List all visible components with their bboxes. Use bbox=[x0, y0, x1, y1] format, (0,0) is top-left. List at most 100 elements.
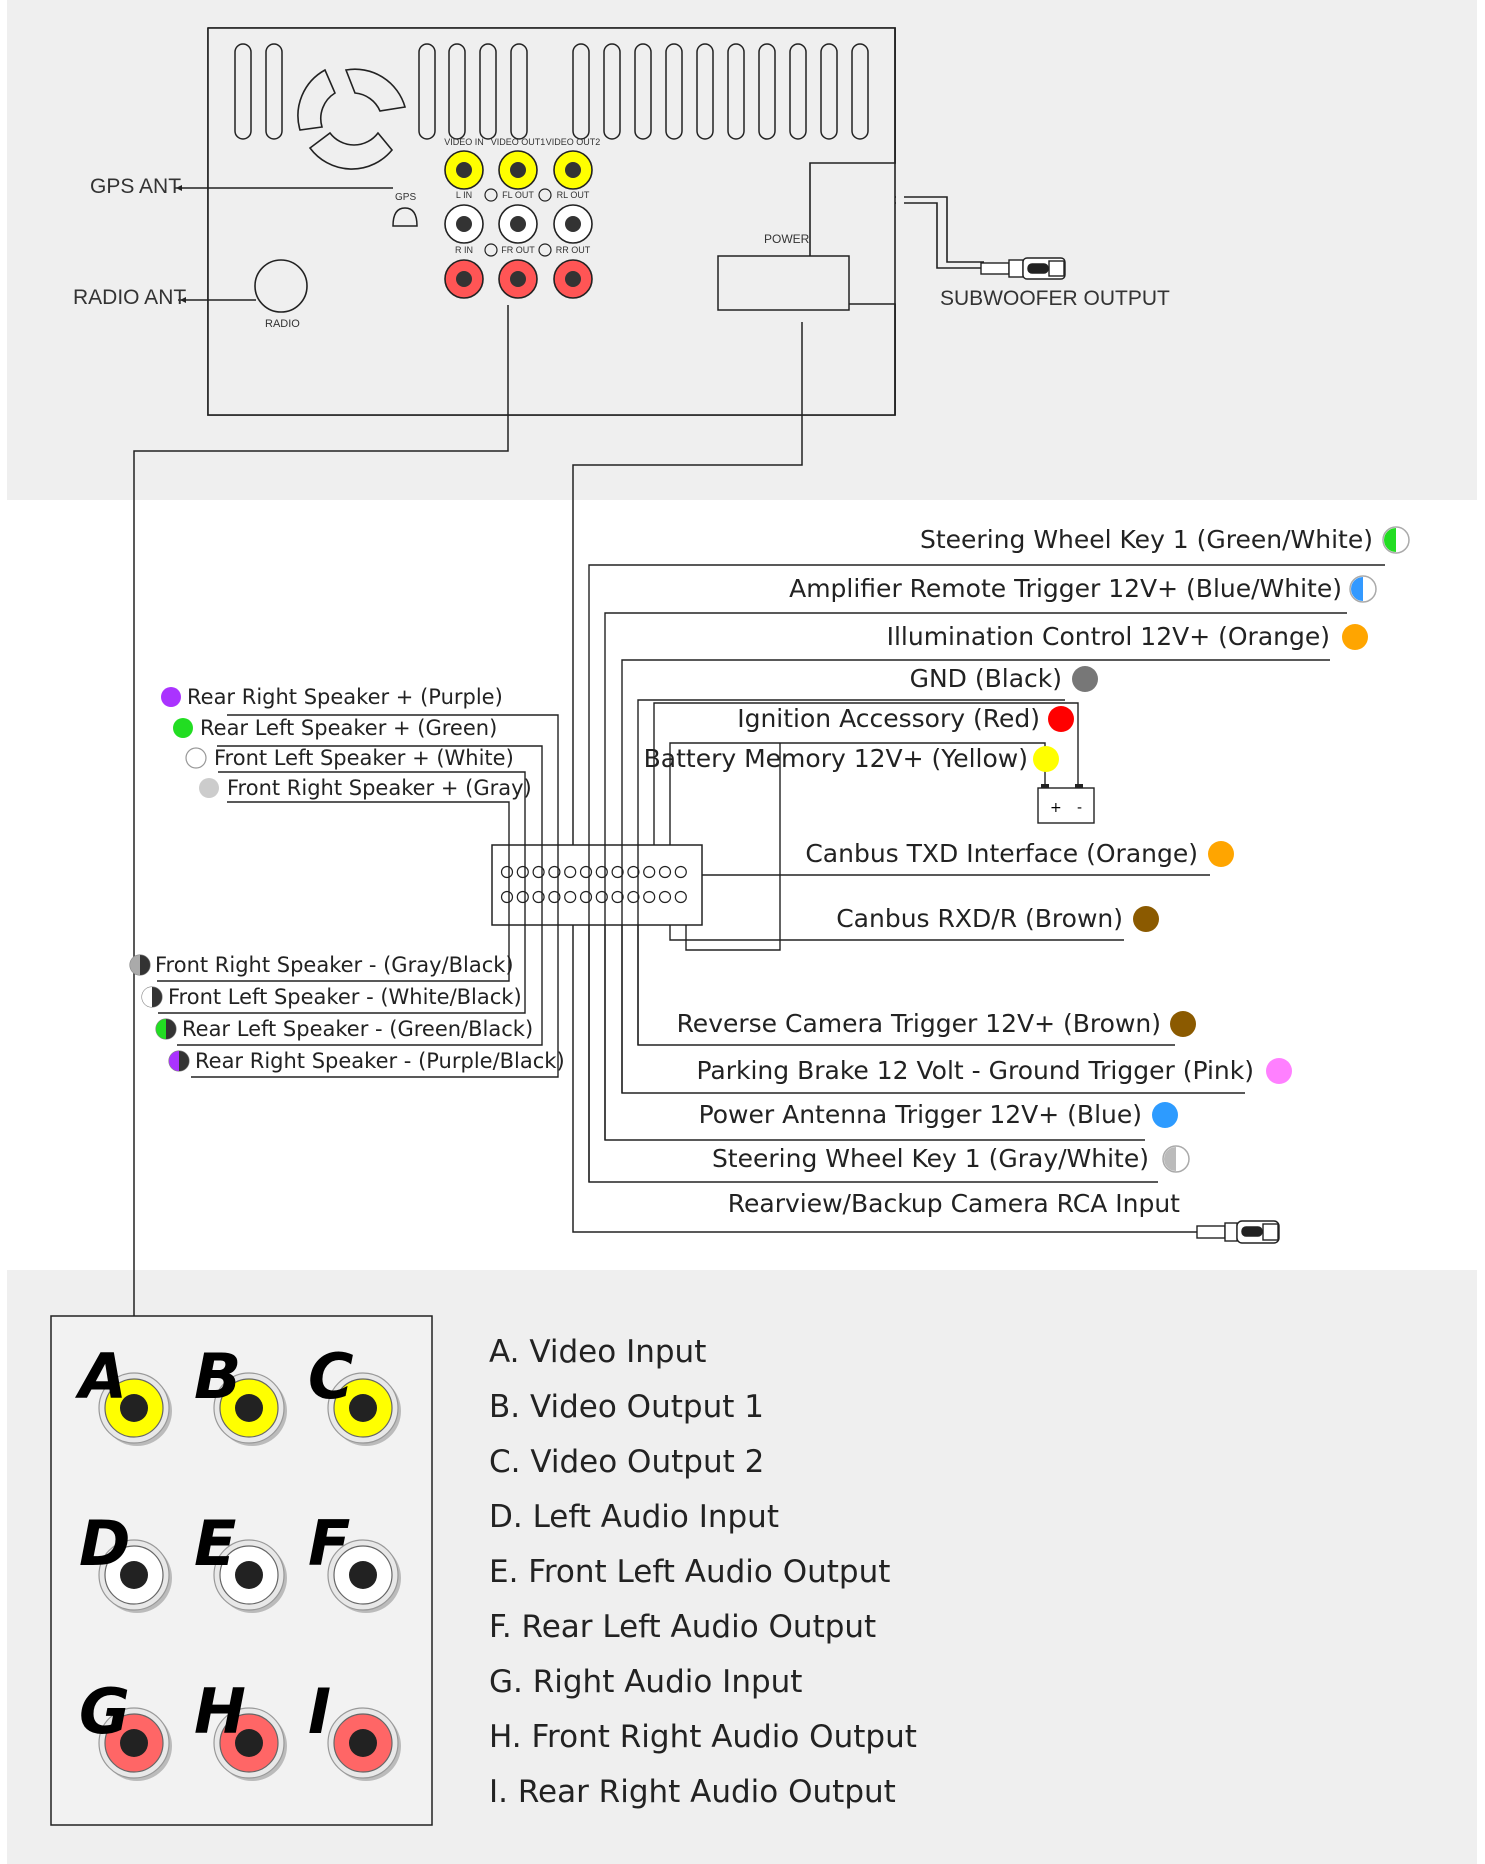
rca-jack-center bbox=[235, 1561, 263, 1589]
rca-jack-center bbox=[565, 271, 581, 287]
subwoofer-output-label: SUBWOOFER OUTPUT bbox=[940, 287, 1170, 310]
wire-color-half-black bbox=[140, 955, 150, 975]
rca-jack-center bbox=[349, 1394, 377, 1422]
rca-jack-center bbox=[510, 162, 526, 178]
rca-jack-center bbox=[510, 271, 526, 287]
rearview-rca-plug-icon bbox=[1196, 1220, 1280, 1244]
rca-jack-label: L IN bbox=[456, 190, 472, 200]
vent-slot bbox=[234, 43, 252, 140]
notch-fill bbox=[896, 165, 904, 303]
vent-slot bbox=[820, 43, 838, 140]
radio-ant-label: RADIO ANT bbox=[73, 286, 186, 309]
connector-pin bbox=[643, 890, 656, 904]
rca-jack-center bbox=[456, 271, 472, 287]
right-wire-label: Illumination Control 12V+ (Orange) bbox=[887, 622, 1330, 651]
rca-jack-center bbox=[235, 1394, 263, 1422]
rca-jack-letter: B bbox=[194, 1340, 241, 1413]
rca-jack-label: FR OUT bbox=[501, 245, 535, 255]
right-wire-label: Rearview/Backup Camera RCA Input bbox=[728, 1189, 1180, 1218]
rca-jack-center bbox=[510, 216, 526, 232]
wire-color-half-black bbox=[152, 987, 162, 1007]
legend-item: B. Video Output 1 bbox=[489, 1389, 764, 1425]
trunk-wires bbox=[133, 305, 1277, 1316]
connector-pin bbox=[548, 890, 561, 904]
vent-slot bbox=[758, 43, 776, 140]
connector-pin bbox=[516, 865, 529, 879]
wire-color-dot bbox=[1266, 1058, 1292, 1084]
left-wire-label: Rear Right Speaker - (Purple/Black) bbox=[195, 1049, 565, 1073]
battery-icon: + - bbox=[1037, 784, 1095, 824]
vent-slot bbox=[665, 43, 683, 140]
rca-jack-center bbox=[349, 1561, 377, 1589]
gps-arrow-icon bbox=[176, 185, 182, 191]
wire-color-dot bbox=[161, 687, 181, 707]
rca-jack-label: VIDEO OUT2 bbox=[546, 137, 601, 147]
rca-jack-letter: F bbox=[308, 1507, 350, 1580]
connector-pin bbox=[611, 890, 624, 904]
legend-item: G. Right Audio Input bbox=[489, 1664, 802, 1700]
rca-jack-center bbox=[120, 1561, 148, 1589]
connector-pins bbox=[500, 865, 687, 904]
connector-pin bbox=[548, 865, 561, 879]
left-wire-routes bbox=[157, 714, 559, 1078]
vent-slot bbox=[634, 43, 652, 140]
vent-slot bbox=[603, 43, 621, 140]
left-wire-label: Rear Right Speaker + (Purple) bbox=[187, 685, 503, 709]
wire-color-half-black bbox=[179, 1051, 189, 1071]
legend-item: I. Rear Right Audio Output bbox=[489, 1774, 896, 1810]
small-port bbox=[484, 243, 498, 257]
legend-item: E. Front Left Audio Output bbox=[489, 1554, 890, 1590]
rca-jack-label: RL OUT bbox=[557, 190, 590, 200]
left-wire-label: Rear Left Speaker + (Green) bbox=[200, 716, 497, 740]
left-wire-label: Front Left Speaker - (White/Black) bbox=[168, 985, 522, 1009]
connector-pin bbox=[500, 890, 514, 904]
connector-pin bbox=[579, 890, 593, 904]
rca-jack-label: R IN bbox=[455, 245, 473, 255]
vent-slot bbox=[418, 43, 436, 140]
rca-jack-letter: C bbox=[308, 1340, 354, 1413]
wire-color-dot bbox=[1033, 746, 1059, 772]
vent-slot bbox=[851, 43, 869, 140]
right-wire-label: Amplifier Remote Trigger 12V+ (Blue/Whit… bbox=[789, 574, 1342, 603]
rca-jack-center bbox=[456, 162, 472, 178]
wire-color-dot bbox=[1152, 1102, 1178, 1128]
wire-color-dot bbox=[199, 778, 219, 798]
wire-color-half bbox=[156, 1019, 166, 1039]
left-wire-label: Front Left Speaker + (White) bbox=[214, 746, 514, 770]
wire-color-dot bbox=[185, 747, 207, 769]
vent-slot bbox=[727, 43, 745, 140]
head-unit-notch bbox=[809, 28, 896, 415]
right-wire-label: Steering Wheel Key 1 (Green/White) bbox=[920, 525, 1373, 554]
wire-color-half bbox=[1384, 528, 1396, 552]
vent-slot bbox=[696, 43, 714, 140]
gps-ant-label: GPS ANT bbox=[90, 175, 181, 198]
head-unit-outline bbox=[207, 27, 896, 416]
rca-jack-center bbox=[565, 216, 581, 232]
left-wire-label: Rear Left Speaker - (Green/Black) bbox=[182, 1017, 533, 1041]
rca-jack-center bbox=[120, 1394, 148, 1422]
connector-pin bbox=[643, 865, 656, 879]
rca-jack-center bbox=[349, 1729, 377, 1757]
right-wire-label: Ignition Accessory (Red) bbox=[737, 704, 1040, 733]
wire-color-half bbox=[1351, 577, 1363, 601]
vent-slot bbox=[572, 43, 590, 140]
wire-color-half bbox=[142, 987, 152, 1007]
rca-jack-letter: H bbox=[194, 1675, 246, 1748]
small-port bbox=[538, 243, 552, 257]
legend-item: F. Rear Left Audio Output bbox=[489, 1609, 876, 1645]
legend-item: D. Left Audio Input bbox=[489, 1499, 779, 1535]
connector-pin bbox=[658, 865, 672, 879]
wire-color-dot bbox=[1208, 841, 1234, 867]
subwoofer-plug-icon bbox=[980, 257, 1066, 280]
rca-jack-label: VIDEO IN bbox=[444, 137, 484, 147]
rca-jack-letter: E bbox=[194, 1507, 236, 1580]
battery-minus-label: - bbox=[1077, 800, 1082, 816]
right-wire-label: Parking Brake 12 Volt - Ground Trigger (… bbox=[696, 1056, 1254, 1085]
antenna-leaders bbox=[174, 187, 393, 301]
vent-slot bbox=[479, 43, 497, 140]
gps-port bbox=[392, 207, 418, 227]
gps-port-label: GPS bbox=[395, 192, 416, 203]
